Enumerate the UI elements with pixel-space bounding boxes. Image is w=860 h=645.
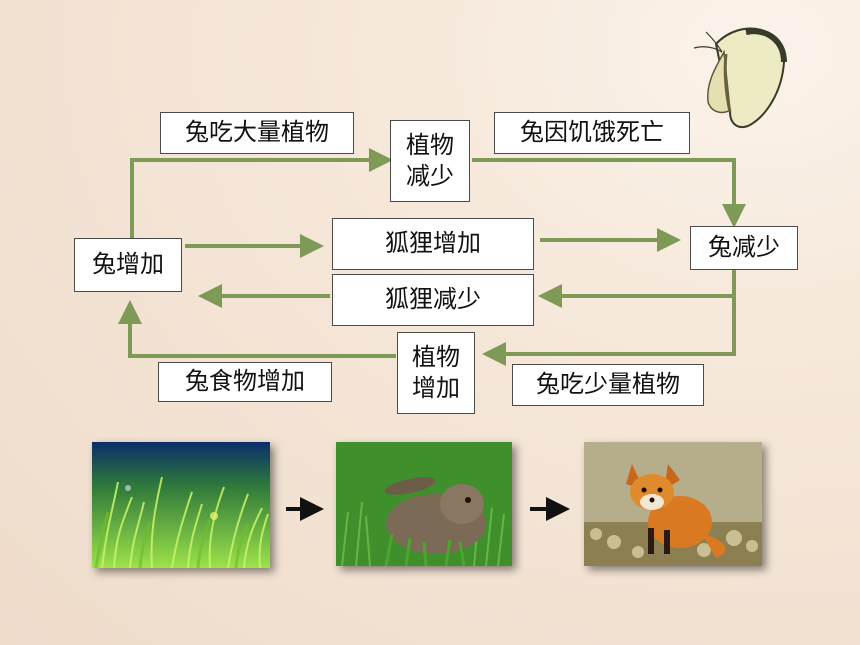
node-rabbit-decrease-text: 兔减少 xyxy=(708,233,780,262)
label-rabbits-eat-many-plants-text: 兔吃大量植物 xyxy=(185,118,329,147)
connector-rabbit-decrease-to-fox-decrease xyxy=(538,270,736,308)
label-rabbit-food-increase: 兔食物增加 xyxy=(158,362,332,402)
node-rabbit-decrease: 兔减少 xyxy=(690,226,798,270)
label-rabbit-food-increase-text: 兔食物增加 xyxy=(185,367,305,396)
node-rabbit-increase-text: 兔增加 xyxy=(92,250,164,279)
node-plant-decrease-line2: 减少 xyxy=(406,162,454,190)
label-rabbits-eat-many-plants: 兔吃大量植物 xyxy=(160,112,354,154)
grass-photo xyxy=(92,442,270,568)
node-plant-increase-line1: 植物 xyxy=(412,342,460,371)
node-fox-decrease-text: 狐狸减少 xyxy=(385,285,481,314)
rabbit-photo xyxy=(336,442,512,566)
node-plant-increase: 植物 增加 xyxy=(397,332,475,414)
node-plant-decrease-line1: 植物 xyxy=(406,130,454,159)
node-plant-decrease: 植物 减少 xyxy=(390,120,470,202)
node-rabbit-increase: 兔增加 xyxy=(74,238,182,292)
node-plant-increase-line2: 增加 xyxy=(412,374,460,402)
node-fox-increase: 狐狸增加 xyxy=(332,218,534,270)
node-fox-decrease: 狐狸减少 xyxy=(332,274,534,326)
connector-plant-increase-to-rabbit-increase xyxy=(118,300,396,358)
node-fox-increase-text: 狐狸增加 xyxy=(385,229,481,258)
connector-rabbit-decrease-to-plant-increase xyxy=(482,296,736,366)
connector-plant-decrease-to-rabbit-decrease xyxy=(472,158,746,228)
connector-rabbit-to-plant-decrease xyxy=(130,148,393,238)
label-rabbits-eat-few-plants-text: 兔吃少量植物 xyxy=(536,370,680,399)
label-rabbits-starve: 兔因饥饿死亡 xyxy=(494,112,690,154)
butterfly-icon xyxy=(693,27,787,128)
label-rabbits-starve-text: 兔因饥饿死亡 xyxy=(520,118,664,147)
label-rabbits-eat-few-plants: 兔吃少量植物 xyxy=(512,364,704,406)
fox-photo xyxy=(584,442,762,566)
